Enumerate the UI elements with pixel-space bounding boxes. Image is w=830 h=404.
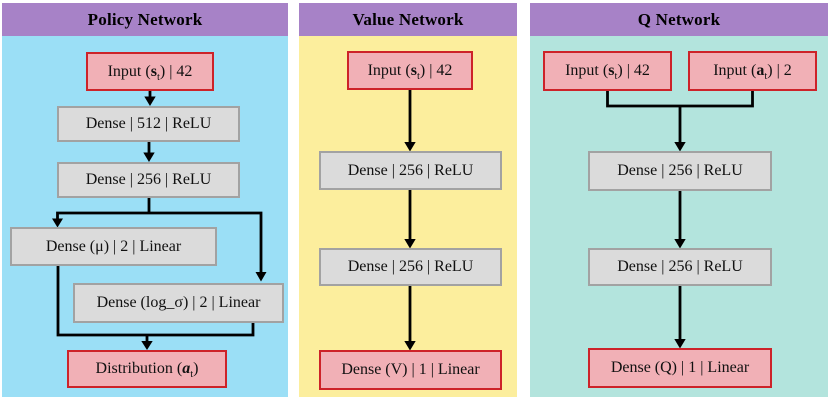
value-network-panel: Value Network: [299, 3, 517, 397]
policy-dense-256-box: Dense | 256 | ReLU: [57, 162, 240, 198]
value-input-state-box: Input (st) | 42: [347, 51, 473, 90]
q-dense-q-box: Dense (Q) | 1 | Linear: [588, 348, 772, 388]
value-dense-256-2-label: Dense | 256 | ReLU: [347, 258, 474, 275]
policy-input-state-label: Input (st) | 42: [107, 62, 193, 83]
value-dense-256-1-label: Dense | 256 | ReLU: [347, 161, 474, 179]
policy-dense-512-box: Dense | 512 | ReLU: [57, 106, 240, 142]
policy-dense-256-label: Dense | 256 | ReLU: [85, 171, 212, 188]
q-network-title: Q Network: [530, 3, 828, 36]
policy-dense-512-label: Dense | 512 | ReLU: [85, 115, 212, 132]
policy-network-title: Policy Network: [2, 3, 288, 36]
q-dense-256-1-label: Dense | 256 | ReLU: [617, 162, 743, 179]
value-network-title: Value Network: [299, 3, 517, 36]
q-dense-256-1-box: Dense | 256 | ReLU: [588, 151, 772, 191]
value-dense-256-2-box: Dense | 256 | ReLU: [319, 248, 502, 286]
value-input-state-label: Input (st) | 42: [367, 61, 453, 82]
value-dense-v-box: Dense (V) | 1 | Linear: [319, 350, 502, 390]
q-input-state-box: Input (st) | 42: [543, 51, 672, 91]
policy-dense-mu-label: Dense (μ) | 2 | Linear: [45, 237, 182, 255]
q-dense-256-2-label: Dense | 256 | ReLU: [617, 258, 743, 275]
q-input-action-box: Input (at) | 2: [688, 51, 817, 91]
q-input-action-label: Input (at) | 2: [713, 62, 792, 83]
policy-distribution-box: Distribution (at): [67, 350, 227, 388]
policy-input-state-box: Input (st) | 42: [86, 52, 214, 91]
value-network-body: [299, 36, 517, 397]
q-dense-256-2-box: Dense | 256 | ReLU: [588, 248, 772, 286]
value-dense-256-1-box: Dense | 256 | ReLU: [319, 151, 502, 190]
q-dense-q-label: Dense (Q) | 1 | Linear: [610, 359, 750, 376]
policy-dense-log-sigma-label: Dense (log_σ) | 2 | Linear: [96, 294, 261, 311]
value-dense-v-label: Dense (V) | 1 | Linear: [341, 361, 480, 378]
q-input-state-label: Input (st) | 42: [565, 62, 650, 83]
policy-dense-log-sigma-box: Dense (log_σ) | 2 | Linear: [73, 283, 284, 323]
policy-dense-mu-box: Dense (μ) | 2 | Linear: [10, 227, 217, 266]
policy-distribution-label: Distribution (at): [95, 360, 199, 381]
